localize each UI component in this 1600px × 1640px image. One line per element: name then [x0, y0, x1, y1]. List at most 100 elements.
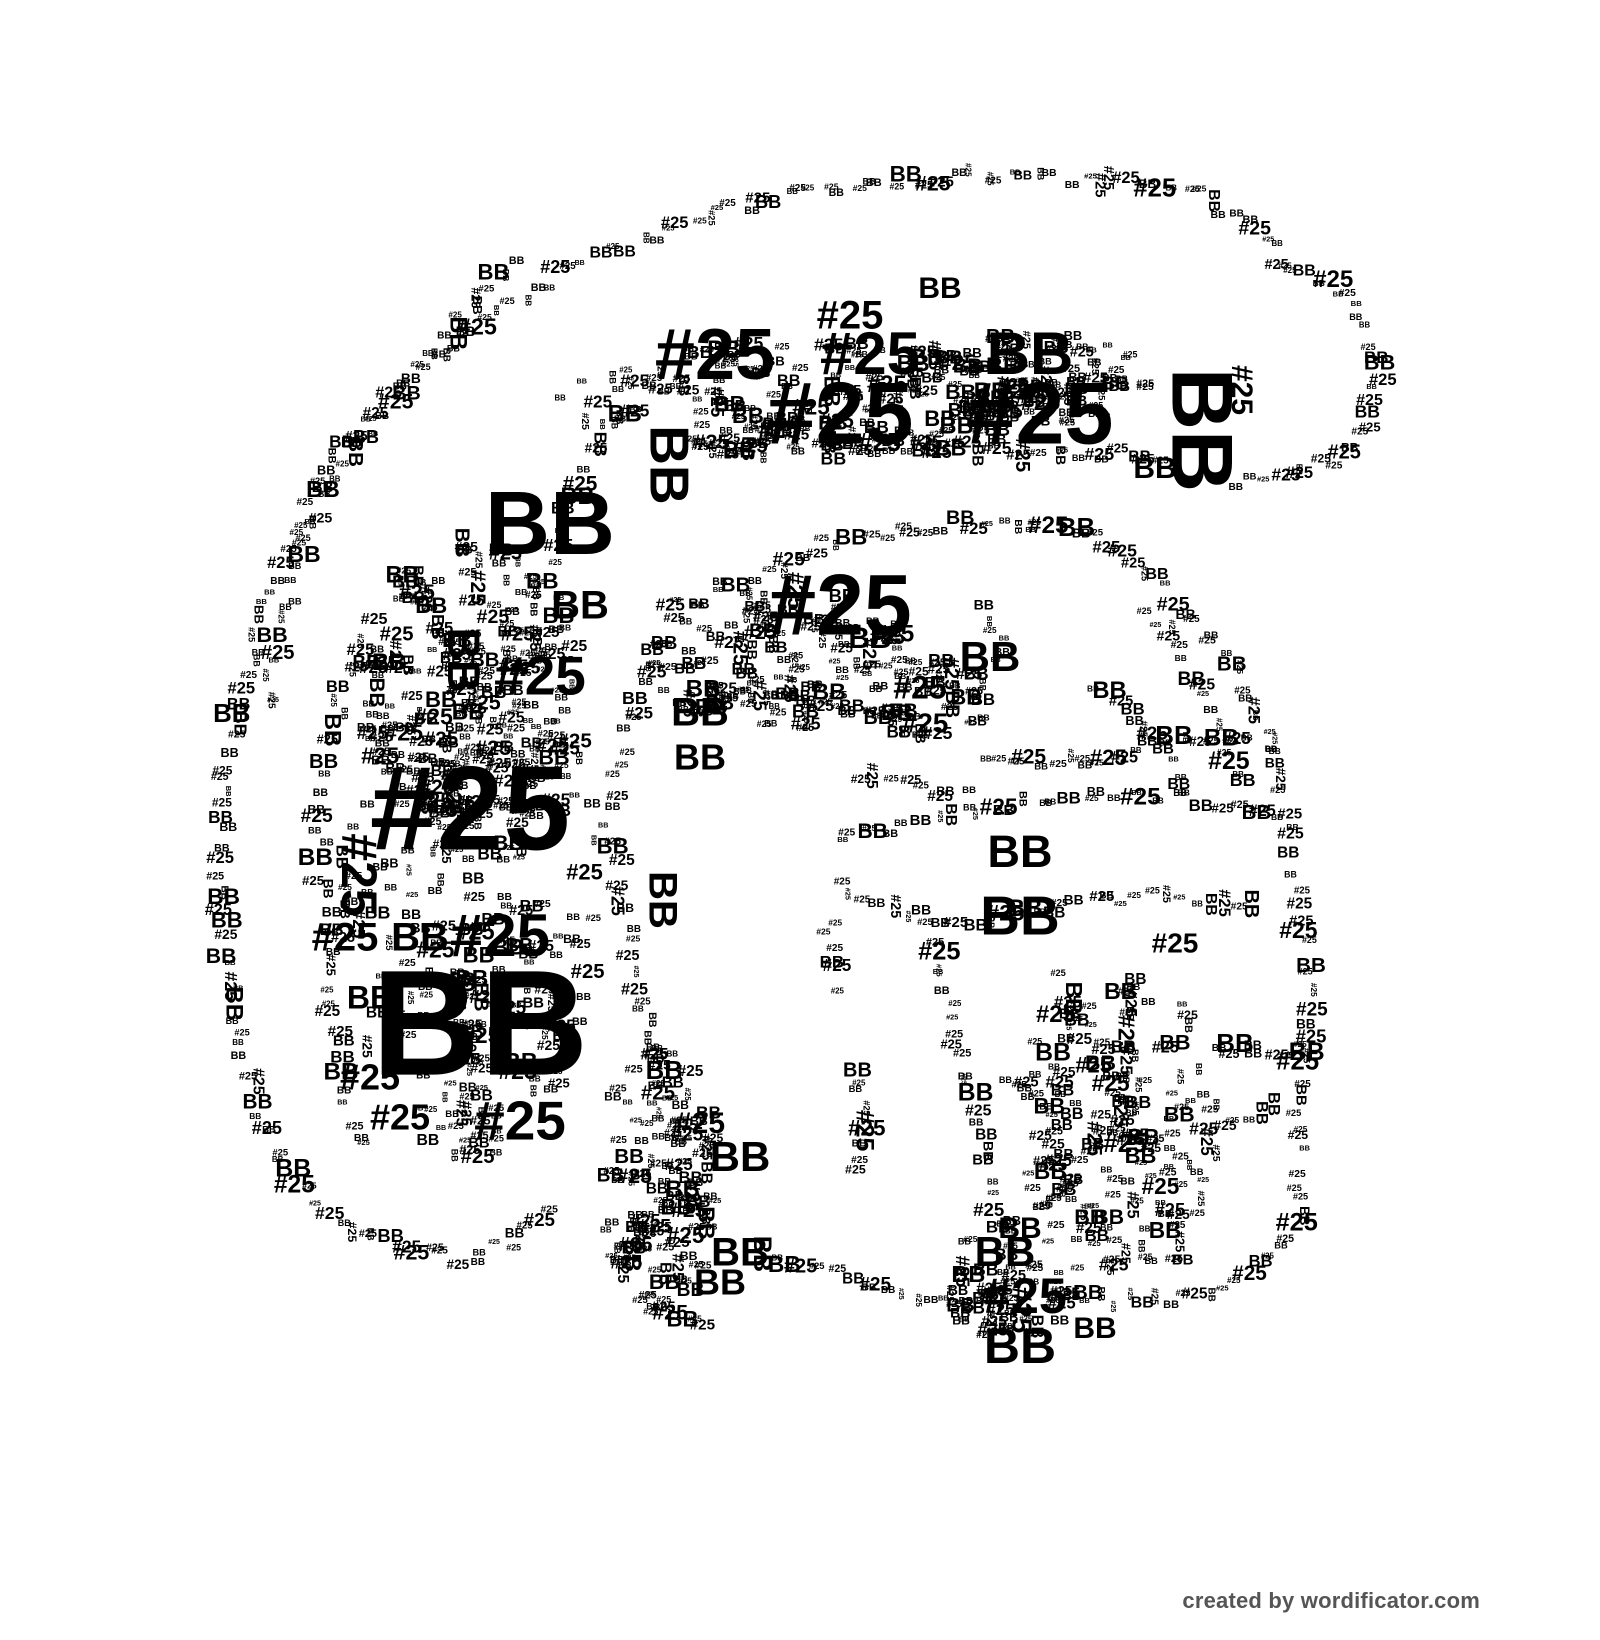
cloud-word: #25 — [338, 882, 352, 892]
cloud-word: BB — [632, 1005, 644, 1014]
cloud-word: #25 — [767, 363, 914, 462]
cloud-word: BB — [219, 820, 237, 834]
cloud-word: #25 — [470, 646, 487, 657]
cloud-word: #25 — [331, 930, 355, 946]
cloud-word: BB — [337, 1086, 351, 1097]
cloud-word: #25 — [1286, 1108, 1302, 1118]
cloud-word: BB — [233, 985, 243, 993]
cloud-word: #25 — [768, 558, 912, 654]
cloud-word: BB — [680, 1249, 698, 1263]
cloud-word: #25 — [1152, 927, 1199, 958]
cloud-word: #25 — [614, 1257, 631, 1283]
cloud-word: #25 — [688, 1222, 705, 1233]
cloud-word: #25 — [1071, 1155, 1088, 1166]
cloud-word: BB — [392, 572, 418, 592]
cloud-word: #25 — [467, 642, 484, 653]
cloud-word: BB — [505, 1225, 525, 1240]
cloud-word: #25 — [1356, 392, 1383, 409]
cloud-word: #25 — [430, 807, 448, 819]
cloud-word: #25 — [1104, 1088, 1121, 1099]
cloud-word: #25 — [266, 692, 277, 709]
cloud-word: #25 — [405, 864, 413, 876]
cloud-word: BB — [384, 882, 397, 892]
cloud-word: BB — [987, 440, 1000, 450]
cloud-word: #25 — [1313, 266, 1353, 293]
cloud-word: BB — [429, 846, 438, 857]
cloud-word: BB — [288, 561, 302, 571]
cloud-word: BB — [686, 676, 721, 703]
cloud-word: BB — [960, 1297, 985, 1317]
cloud-word: #25 — [1051, 898, 1068, 909]
cloud-word: #25 — [1044, 1152, 1072, 1170]
cloud-word: BB — [272, 1155, 284, 1164]
cloud-word: BB — [867, 449, 881, 460]
cloud-word: BB — [800, 679, 821, 695]
cloud-word: BB — [366, 1004, 389, 1021]
cloud-word: BB — [393, 382, 407, 393]
cloud-word: BB — [1050, 1313, 1069, 1328]
cloud-word: #25 — [458, 723, 475, 734]
cloud-word: #25 — [918, 937, 960, 965]
cloud-word: #25 — [1137, 606, 1152, 616]
cloud-word: BB — [873, 681, 889, 693]
cloud-word: #25 — [1053, 1065, 1076, 1080]
cloud-word: #25 — [500, 619, 515, 629]
cloud-word: #25 — [472, 551, 483, 569]
cloud-word: BB — [1029, 1070, 1042, 1080]
cloud-word: #25 — [309, 1199, 321, 1207]
cloud-word: BB — [531, 722, 542, 731]
cloud-word: BB — [262, 1125, 276, 1136]
cloud-word: BB — [613, 244, 636, 261]
cloud-word: BB — [455, 708, 468, 718]
cloud-word: BB — [218, 885, 229, 899]
cloud-word: #25 — [711, 203, 724, 212]
cloud-word: #25 — [926, 937, 944, 949]
cloud-word: #25 — [1183, 614, 1200, 625]
cloud-word: #25 — [987, 1190, 999, 1197]
cloud-word: #25 — [1022, 1168, 1034, 1177]
cloud-word: #25 — [378, 389, 414, 413]
cloud-word: #25 — [1185, 184, 1200, 194]
cloud-word: #25 — [511, 658, 540, 678]
cloud-word: #25 — [385, 660, 412, 677]
cloud-word: BB — [682, 1206, 694, 1215]
cloud-word: #25 — [411, 770, 434, 785]
cloud-word: BB — [866, 616, 880, 626]
cloud-word: BB — [935, 436, 967, 461]
cloud-word: BB — [713, 585, 724, 594]
cloud-word: #25 — [915, 180, 933, 192]
cloud-word: #25 — [359, 1228, 377, 1240]
cloud-word: #25 — [474, 1054, 491, 1065]
cloud-word: BB — [641, 1030, 652, 1046]
cloud-word: #25 — [864, 406, 877, 415]
cloud-word: BB — [974, 596, 994, 612]
cloud-word: BB — [1092, 677, 1126, 704]
cloud-word: #25 — [301, 806, 333, 827]
cloud-word: #25 — [831, 987, 845, 996]
cloud-word: #25 — [851, 772, 871, 786]
cloud-word: BB — [365, 677, 388, 707]
cloud-word: #25 — [1028, 1088, 1044, 1099]
cloud-word: BB — [385, 701, 396, 710]
cloud-word: #25 — [946, 1299, 963, 1310]
cloud-word: #25 — [1227, 1276, 1241, 1285]
cloud-word: BB — [1167, 776, 1190, 793]
cloud-word: #25 — [948, 999, 962, 1008]
cloud-word: BB — [576, 465, 590, 476]
cloud-word: #25 — [608, 886, 628, 916]
cloud-word: #25 — [424, 727, 458, 750]
cloud-word: BB — [1265, 755, 1285, 771]
cloud-word: BB — [1058, 407, 1074, 419]
cloud-word: #25 — [494, 645, 586, 707]
cloud-word: BB — [1056, 789, 1080, 808]
cloud-word: BB — [456, 324, 476, 339]
cloud-word: BB — [1053, 445, 1068, 465]
cloud-word: #25 — [917, 916, 933, 927]
cloud-word: BB — [224, 786, 233, 797]
cloud-word: BB — [476, 681, 492, 693]
cloud-word: #25 — [1351, 427, 1368, 438]
cloud-word: #25 — [345, 428, 368, 443]
cloud-word: #25 — [489, 1133, 504, 1143]
cloud-word: #25 — [444, 1078, 458, 1087]
cloud-word: BB — [551, 499, 575, 517]
